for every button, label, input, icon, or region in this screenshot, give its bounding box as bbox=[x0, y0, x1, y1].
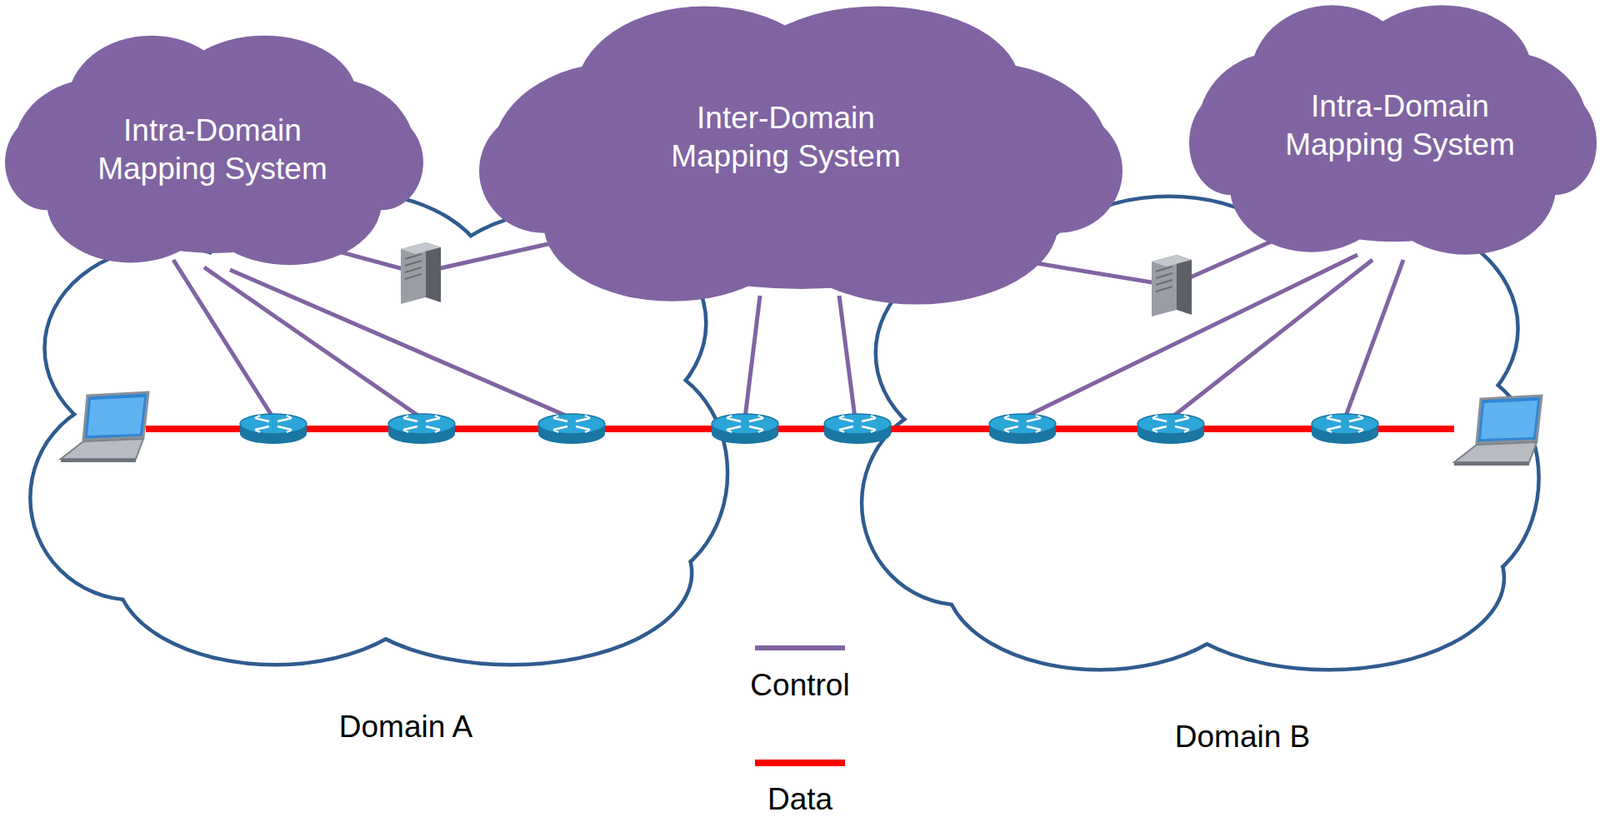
domain-cloud: Domain B bbox=[851, 173, 1556, 757]
domain-label: Domain A bbox=[339, 708, 473, 747]
control-line bbox=[745, 295, 760, 419]
control-line bbox=[1345, 260, 1404, 419]
server-icon bbox=[1151, 255, 1192, 317]
legend-entry: Data bbox=[767, 780, 833, 820]
legend-entry: Control bbox=[750, 666, 850, 705]
server-icon bbox=[400, 242, 441, 305]
mapping-system-cloud: Intra-Domain Mapping System bbox=[5, 30, 424, 270]
mapping-system-cloud: Intra-Domain Mapping System bbox=[1189, 0, 1597, 260]
cloud-label: Intra-Domain Mapping System bbox=[87, 111, 338, 190]
router-icon bbox=[711, 414, 779, 445]
router-icon bbox=[824, 414, 891, 445]
router-icon bbox=[538, 414, 605, 445]
router-icon bbox=[1311, 414, 1379, 445]
legend-label: Control bbox=[750, 666, 850, 705]
laptop-icon bbox=[60, 392, 149, 463]
cloud-shape bbox=[5, 30, 424, 270]
cloud-label: Intra-Domain Mapping System bbox=[1275, 87, 1525, 165]
data-path bbox=[145, 425, 1455, 433]
domain-outline bbox=[20, 168, 745, 679]
router-icon bbox=[1137, 414, 1205, 445]
domain-outline bbox=[851, 173, 1556, 684]
legend-sample bbox=[755, 760, 845, 767]
legend-label: Data bbox=[767, 780, 833, 820]
router-icon bbox=[240, 414, 307, 445]
cloud-label: Inter-Domain Mapping System bbox=[660, 99, 911, 177]
domain-label: Domain B bbox=[1175, 718, 1310, 757]
mapping-system-cloud: Inter-Domain Mapping System bbox=[479, 0, 1123, 311]
router-icon bbox=[989, 414, 1056, 445]
control-line bbox=[839, 295, 855, 419]
domain-cloud: Domain A bbox=[20, 168, 745, 750]
router-icon bbox=[388, 414, 455, 445]
laptop-icon bbox=[1454, 395, 1542, 466]
legend-sample bbox=[755, 645, 845, 651]
